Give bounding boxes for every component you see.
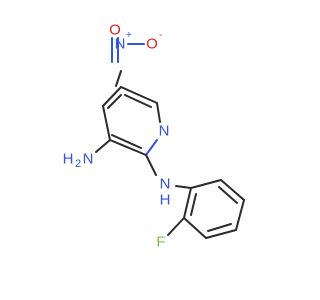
molecule-structure: O N + O - N H 2 N N H F [63, 22, 245, 251]
link-hydrogen: H [160, 192, 171, 209]
bond-n1-c2 [145, 139, 158, 156]
bond-ph-1 [190, 179, 222, 189]
bond-ph-6 [183, 187, 192, 219]
amine-hydrogen: H [63, 151, 74, 168]
bond-nh-c1prime [175, 185, 192, 189]
bond-ph-2-inner [218, 186, 238, 204]
link-nitrogen: N [160, 176, 171, 193]
bond-c4-c5 [102, 86, 122, 107]
ring-nitrogen: N [159, 123, 170, 140]
bond-c4-c5-inner [107, 94, 122, 109]
bond-c5-n-nitro [115, 70, 122, 87]
nitro-nitrogen: N [115, 36, 126, 53]
bond-c3-nh2 [95, 139, 111, 153]
fluorine-atom: F [156, 234, 165, 251]
nitro-oxygen-right: O [146, 36, 158, 53]
amine-h-count: 2 [75, 158, 81, 170]
bond-c2-c3-inner [111, 134, 142, 149]
bond-ph-5 [183, 217, 207, 239]
bond-ph-6-inner [190, 193, 197, 216]
bond-c2-nh [145, 154, 157, 176]
nitro-oxygen-top: O [109, 22, 121, 39]
amine-nitrogen: N [83, 151, 94, 168]
nitro-o-charge: - [159, 30, 162, 41]
bond-c5-c6 [120, 86, 158, 104]
molecule-canvas: O N + O - N H 2 N N H F [63, 22, 245, 251]
bond-c2-c3 [109, 139, 147, 156]
bond-c6-n1 [156, 102, 161, 123]
bond-ph-4 [205, 229, 237, 239]
bond-c-f [167, 217, 185, 236]
bond-c5-c6-inner [124, 94, 152, 108]
bond-ph-4-inner [207, 223, 232, 232]
bond-ph-3 [235, 199, 245, 231]
bond-ph-2 [220, 179, 245, 201]
nitro-n-charge: + [126, 30, 132, 41]
bond-c3-c4 [102, 105, 111, 141]
